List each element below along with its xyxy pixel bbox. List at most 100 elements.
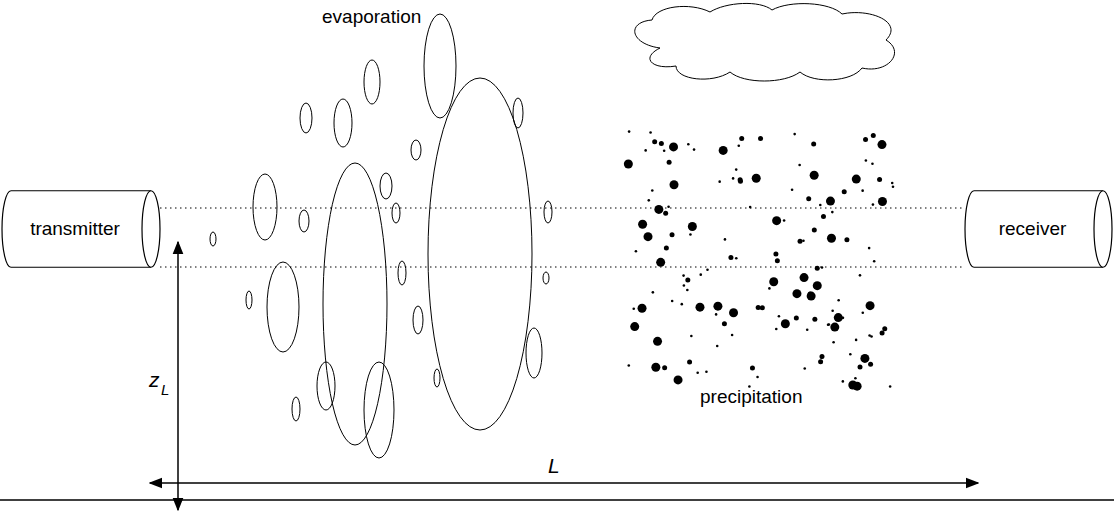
rain-drop [724, 238, 727, 241]
height-symbol: z [149, 368, 160, 392]
rain-drop [802, 239, 805, 242]
rain-drop [791, 188, 794, 191]
rain-drop [834, 313, 843, 322]
rain-drop [812, 317, 817, 322]
rain-drop [769, 277, 778, 286]
evaporation-ellipse [317, 362, 335, 410]
rain-drop [820, 356, 823, 359]
rain-drop [878, 197, 887, 206]
rain-drop [783, 219, 786, 222]
rain-drop [638, 304, 647, 313]
evaporation-ellipse [526, 328, 542, 378]
rain-drop [671, 300, 674, 303]
node-label: transmitter [30, 218, 120, 240]
rain-drop [842, 380, 845, 383]
rain-drop [891, 182, 894, 185]
evaporation-ellipse [246, 291, 252, 309]
rain-drop [865, 159, 868, 162]
precipitation-drops [624, 130, 894, 390]
rain-drop [810, 171, 819, 180]
rain-drop [818, 359, 823, 364]
rain-drop [775, 258, 780, 263]
rain-drop [735, 168, 738, 171]
rain-drop [651, 363, 660, 372]
region-label: precipitation [700, 386, 802, 408]
rain-drop [728, 255, 733, 260]
rain-drop [696, 371, 699, 374]
rain-drop [656, 258, 665, 267]
cylinder-face [142, 191, 160, 268]
evaporation-ellipse [380, 173, 392, 199]
rain-drop [737, 144, 740, 147]
rain-drop [844, 237, 849, 242]
rain-drop [688, 222, 697, 231]
cylinder-face [1094, 191, 1112, 268]
evaporation-ellipse [364, 60, 380, 104]
rain-drop [793, 133, 796, 136]
rain-drop [653, 337, 662, 346]
rain-drop [806, 196, 811, 201]
evaporation-ellipse [267, 262, 299, 352]
rain-drop [831, 211, 834, 214]
height-arrow [177, 242, 179, 510]
rain-drop [735, 257, 738, 260]
rain-drop [732, 177, 735, 180]
rain-drop [756, 376, 759, 379]
rain-drop [652, 139, 657, 144]
evaporation-ellipse [300, 103, 312, 133]
rain-drop [860, 354, 869, 363]
rain-drop [837, 299, 840, 302]
rain-drop [877, 140, 886, 149]
rain-drop [644, 149, 647, 152]
rain-drop [685, 277, 690, 282]
rain-drop [670, 232, 675, 237]
rain-drop [826, 197, 835, 206]
rain-drop [861, 189, 864, 192]
rain-drop [832, 341, 835, 344]
rain-drop [652, 291, 655, 294]
rain-drop [682, 274, 685, 277]
rain-drop [811, 141, 816, 146]
rain-drop [854, 377, 857, 380]
rain-drop [858, 364, 863, 369]
rain-drop [872, 203, 875, 206]
evaporation-ellipse [411, 140, 421, 160]
rain-drop [663, 211, 668, 216]
evaporation-ellipse [398, 261, 406, 285]
rain-drop [812, 228, 817, 233]
rain-drop [830, 323, 839, 332]
rain-drop [827, 234, 836, 243]
rain-drop [855, 339, 858, 342]
rain-drop [827, 324, 830, 327]
beam-line [160, 267, 965, 268]
rain-drop [778, 315, 781, 318]
rain-drop [624, 160, 633, 169]
rain-drop [718, 180, 721, 183]
rain-drop [880, 331, 885, 336]
beam-line [160, 208, 965, 209]
rain-drop [667, 205, 670, 208]
rain-drop [775, 328, 778, 331]
rain-drop [632, 307, 635, 310]
rain-drop [687, 143, 690, 146]
rain-drop [715, 313, 718, 316]
rain-drop [738, 179, 743, 184]
rain-drop [739, 136, 744, 141]
cylinder-body [2, 191, 151, 268]
rain-drop [683, 284, 686, 287]
rain-drop [674, 375, 683, 384]
length-symbol: L [548, 454, 560, 478]
rain-drop [627, 364, 630, 367]
rain-drop [842, 189, 847, 194]
rain-drop [689, 233, 692, 236]
rain-drop [813, 281, 822, 290]
rain-drop [892, 185, 895, 188]
rain-drop [706, 268, 709, 271]
rain-drop [669, 142, 678, 151]
length-arrow [150, 482, 978, 484]
evaporation-ellipse [513, 98, 523, 128]
rain-drop [649, 131, 652, 134]
rain-drop [628, 130, 631, 133]
rain-drop [868, 334, 871, 337]
